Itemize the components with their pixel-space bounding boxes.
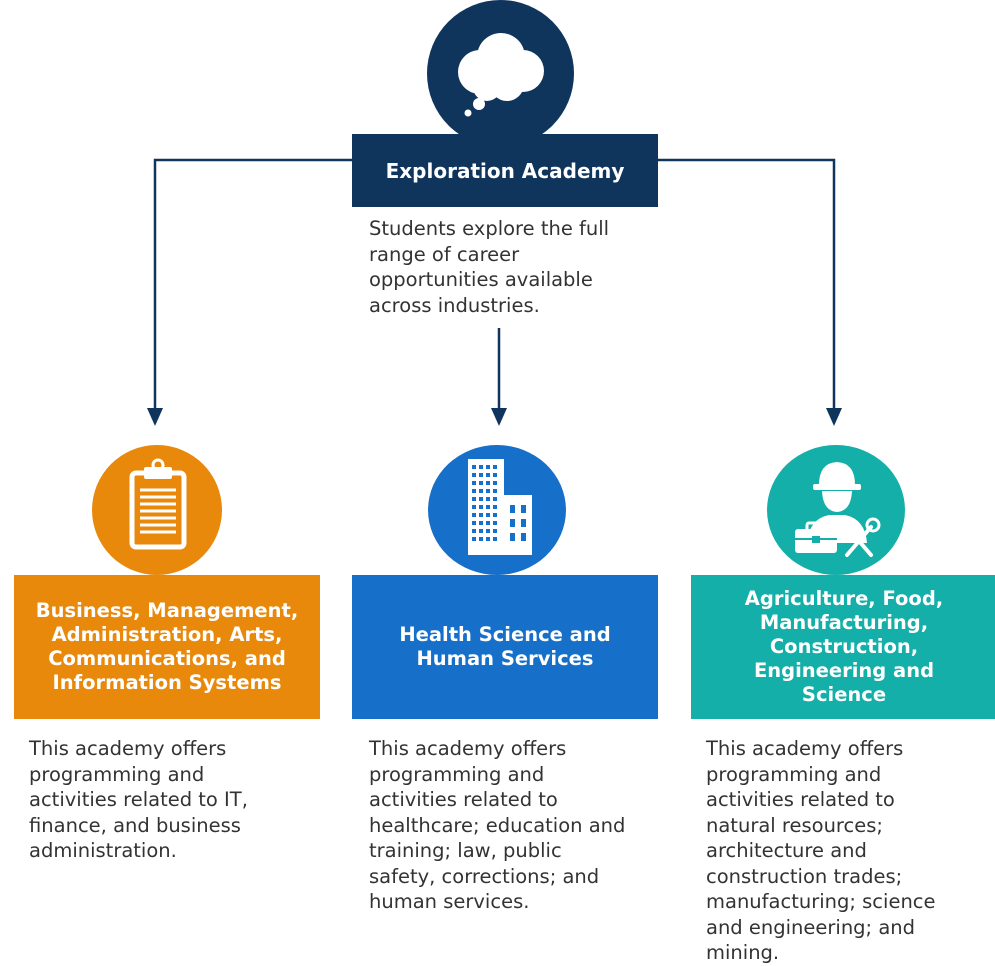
building-icon (468, 459, 532, 555)
academy-description-health: This academy offers programming and acti… (369, 737, 626, 913)
academy-description-agriculture: This academy offers programming and acti… (706, 737, 936, 964)
construction-worker-icon (795, 462, 881, 557)
clipboard-circle (92, 445, 222, 575)
exploration-academy-box: Exploration Academy (352, 134, 658, 207)
exploration-academy-title: Exploration Academy (385, 158, 625, 183)
academy-title-agriculture: Agriculture, Food, Manufacturing, Constr… (744, 587, 944, 706)
academy-description-business: This academy offers programming and acti… (29, 737, 248, 862)
building-circle (428, 445, 566, 575)
exploration-academy-description: Students explore the full range of caree… (369, 217, 610, 317)
academy-box-health: Health Science and Human Services (352, 575, 658, 719)
construction-worker-circle (767, 445, 905, 575)
arrow-right (826, 408, 842, 426)
thought-bubble-icon (458, 33, 544, 117)
thought-bubble-circle (427, 0, 574, 147)
academy-box-business: Business, Management, Administration, Ar… (14, 575, 320, 719)
arrow-left (147, 408, 163, 426)
arrow-center (491, 408, 507, 426)
academy-box-agriculture: Agriculture, Food, Manufacturing, Constr… (691, 575, 995, 719)
academy-title-health: Health Science and Human Services (399, 623, 611, 670)
academy-title-business: Business, Management, Administration, Ar… (35, 599, 299, 694)
clipboard-icon (129, 458, 187, 550)
